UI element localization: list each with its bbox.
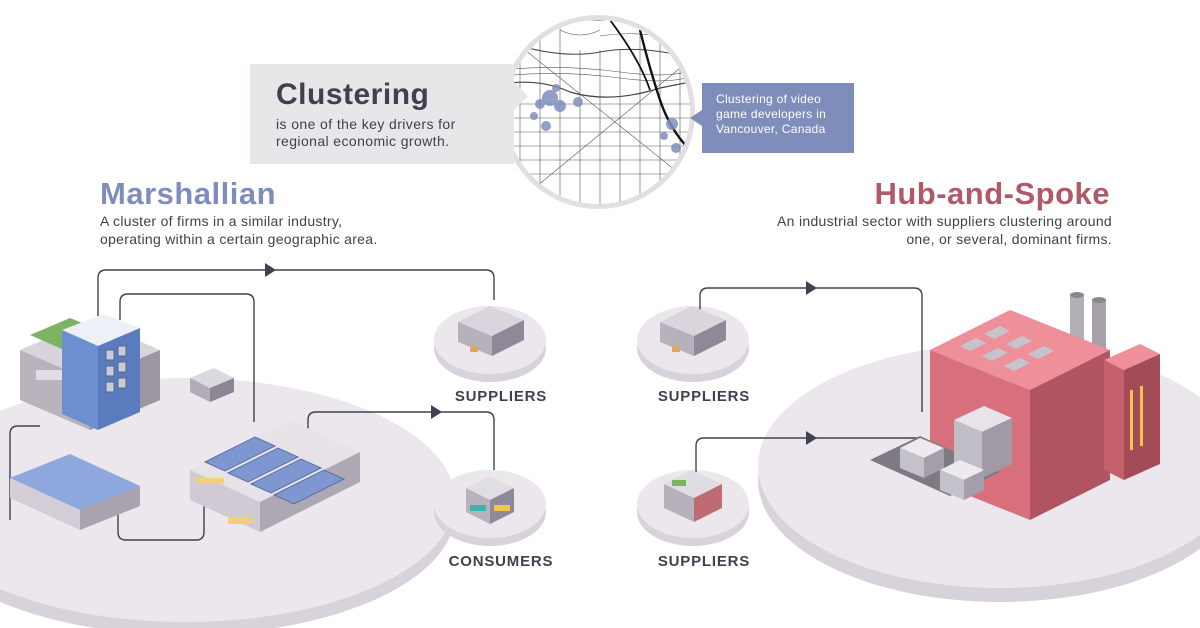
- map-callout-pointer: [690, 110, 702, 126]
- marshallian-title: Marshallian: [100, 176, 277, 211]
- supplier-building-right-top: [660, 306, 726, 356]
- clustering-box-pointer: [512, 80, 528, 112]
- hub-and-spoke-title: Hub-and-Spoke: [874, 176, 1110, 211]
- house-building: [10, 454, 140, 530]
- warehouse-building: [190, 420, 360, 532]
- marshallian-consumers-label: CONSUMERS: [448, 553, 554, 570]
- connector-lines: [9, 269, 923, 541]
- marshallian-suppliers-label: SUPPLIERS: [454, 388, 548, 405]
- hub-suppliers-bottom-label: SUPPLIERS: [657, 553, 751, 570]
- map-callout: [702, 83, 854, 153]
- clustering-box: [250, 64, 514, 164]
- clustering-title: Clustering: [276, 78, 430, 111]
- supplier-building-right-bottom: [664, 470, 722, 522]
- hub-and-spoke-description: An industrial sector with suppliers clus…: [777, 213, 1112, 247]
- factory-building: [870, 292, 1160, 520]
- office-building: [20, 314, 234, 430]
- hub-suppliers-top-label: SUPPLIERS: [657, 388, 751, 405]
- consumer-building: [466, 476, 514, 524]
- connector-arrows: [265, 263, 817, 445]
- supplier-building-left: [458, 306, 524, 356]
- marshallian-description: A cluster of firms in a similar industry…: [100, 213, 378, 247]
- vancouver-map: [501, 15, 695, 209]
- clustering-subtitle: is one of the key drivers for regional e…: [276, 116, 456, 149]
- map-callout-text: Clustering of video game developers in V…: [716, 92, 827, 136]
